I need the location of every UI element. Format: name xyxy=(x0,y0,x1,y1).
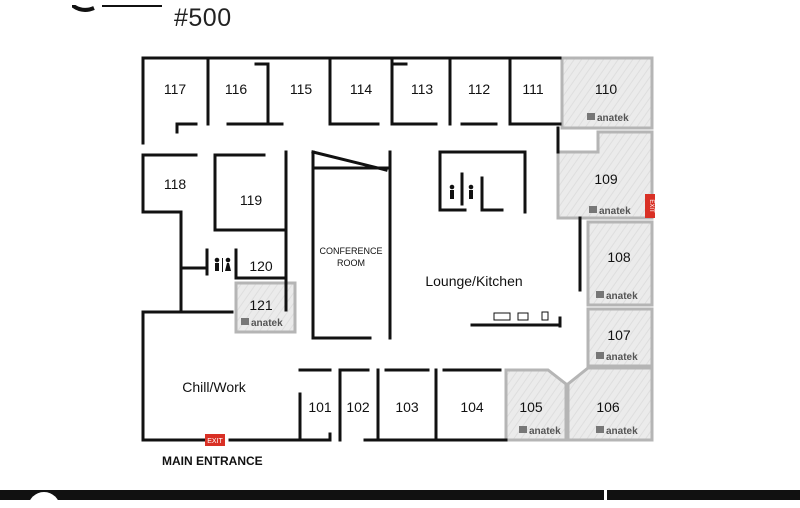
svg-text:anatek: anatek xyxy=(606,352,638,363)
room-label-118: 118 xyxy=(164,176,187,192)
room-106-area[interactable] xyxy=(566,366,654,442)
svg-text:anatek: anatek xyxy=(529,426,561,437)
room-label-101: 101 xyxy=(308,399,332,415)
room-label-106: 106 xyxy=(596,399,620,415)
room-label-102: 102 xyxy=(346,399,370,415)
room-label-115: 115 xyxy=(290,81,313,97)
walls xyxy=(141,56,582,442)
room-label-108: 108 xyxy=(607,249,631,265)
conference-room-label-line2: ROOM xyxy=(337,258,365,268)
room-label-107: 107 xyxy=(607,327,631,343)
room-label-117: 117 xyxy=(164,81,187,97)
anatek-logo-icon: anatek xyxy=(519,426,561,437)
svg-text:anatek: anatek xyxy=(597,113,629,124)
room-label-119: 119 xyxy=(240,192,263,208)
anatek-logo-icon: anatek xyxy=(587,113,629,124)
anatek-logo-icon: anatek xyxy=(589,206,631,217)
footer-bar xyxy=(0,490,800,500)
anatek-logo-icon: anatek xyxy=(596,426,638,437)
top-logo-fragment xyxy=(70,0,192,12)
lounge-kitchen-label: Lounge/Kitchen xyxy=(425,273,522,289)
main-entrance-label: MAIN ENTRANCE xyxy=(162,454,263,468)
room-105-area[interactable] xyxy=(504,368,568,442)
room-label-110: 110 xyxy=(595,81,618,97)
room-label-114: 114 xyxy=(350,81,373,97)
svg-text:anatek: anatek xyxy=(606,291,638,302)
room-label-104: 104 xyxy=(460,399,484,415)
exit-sign-icon: EXIT xyxy=(205,434,225,446)
room-label-105: 105 xyxy=(519,399,543,415)
room-label-121: 121 xyxy=(249,297,273,313)
restroom-icon xyxy=(214,257,231,272)
room-label-111: 111 xyxy=(522,81,543,97)
room-121-area[interactable] xyxy=(234,281,297,334)
room-108-area[interactable] xyxy=(586,220,654,307)
room-107-area[interactable] xyxy=(586,307,654,368)
room-label-113: 113 xyxy=(411,81,434,97)
highlighted-rooms xyxy=(234,56,654,442)
room-label-112: 112 xyxy=(468,81,491,97)
suite-number-title: #500 xyxy=(174,4,232,32)
footer-divider xyxy=(604,490,607,500)
restroom-icon xyxy=(449,184,474,199)
room-labels: 117 116 115 114 113 112 111 110 109 108 … xyxy=(164,81,631,415)
exit-sign-icon: EXIT xyxy=(645,194,655,218)
svg-text:anatek: anatek xyxy=(599,206,631,217)
room-label-103: 103 xyxy=(395,399,419,415)
svg-text:anatek: anatek xyxy=(606,426,638,437)
room-label-116: 116 xyxy=(225,81,248,97)
svg-text:EXIT: EXIT xyxy=(648,199,654,213)
room-109-area[interactable] xyxy=(556,130,654,220)
svg-text:EXIT: EXIT xyxy=(207,438,223,445)
room-label-109: 109 xyxy=(594,171,618,187)
anatek-logo-icon: anatek xyxy=(596,291,638,302)
room-label-120: 120 xyxy=(249,258,273,274)
anatek-logo-icon: anatek xyxy=(596,352,638,363)
conference-room-label-line1: CONFERENCE xyxy=(319,246,382,256)
room-110-area[interactable] xyxy=(560,56,654,130)
appliance-icon xyxy=(493,311,549,321)
anatek-logo-icon: anatek xyxy=(241,318,283,329)
chill-work-label: Chill/Work xyxy=(182,379,247,395)
svg-text:anatek: anatek xyxy=(251,318,283,329)
